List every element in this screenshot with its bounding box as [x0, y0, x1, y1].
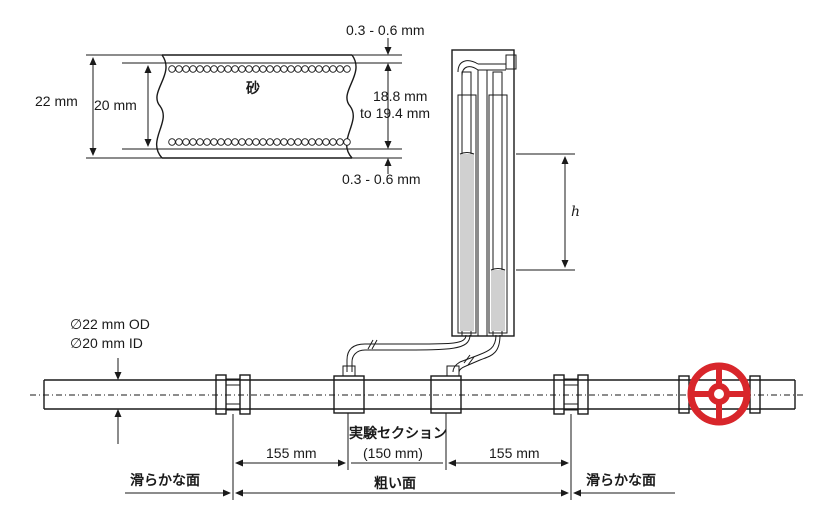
sand-grain — [322, 138, 330, 146]
sand-grain — [329, 65, 337, 73]
sand-grain — [175, 65, 183, 73]
sand-grain — [231, 65, 239, 73]
sand-pipe-detail: 砂 — [155, 54, 357, 159]
sand-grain — [280, 138, 288, 146]
sand-grain — [189, 65, 197, 73]
main-pipe — [30, 379, 805, 410]
sand-grain — [294, 65, 302, 73]
sand-grain — [266, 65, 274, 73]
sand-grain — [217, 138, 225, 146]
sand-grain — [238, 65, 246, 73]
sand-grain — [203, 65, 211, 73]
wall-top-label: 0.3 - 0.6 mm — [346, 22, 425, 38]
rough-surface-label: 粗い面 — [374, 475, 416, 492]
sand-grain — [308, 138, 316, 146]
sand-grain — [196, 138, 204, 146]
sand-grain — [294, 138, 302, 146]
od-22-label: 22 mm — [35, 93, 78, 109]
sand-grain — [315, 138, 323, 146]
sand-grain — [308, 65, 316, 73]
sand-grain — [273, 65, 281, 73]
sand-grain — [259, 138, 267, 146]
test-section-label: 実験セクション — [349, 425, 447, 442]
detail-wall-dims: 0.3 - 0.6 mm 18.8 mm to 19.4 mm 0.3 - 0.… — [342, 22, 430, 187]
sand-grain — [196, 65, 204, 73]
h-label: h — [571, 204, 580, 220]
pipe-od-label: ∅22 mm OD — [70, 316, 150, 332]
sand-grain — [217, 65, 225, 73]
smooth-surface-right-label: 滑らかな面 — [586, 472, 656, 489]
sand-grain — [182, 138, 190, 146]
sand-grain — [315, 65, 323, 73]
sand-grain — [175, 138, 183, 146]
pressure-tap-right — [430, 365, 462, 414]
sand-grain — [210, 65, 218, 73]
sand-grain — [343, 65, 351, 73]
sand-grain — [280, 65, 288, 73]
fluid-column-left — [460, 154, 474, 331]
sand-beads-top — [168, 65, 351, 73]
sand-grain — [245, 138, 253, 146]
sand-grain — [301, 65, 309, 73]
sand-grain — [245, 65, 253, 73]
sand-grain — [238, 138, 246, 146]
inner-range-label-1: 18.8 mm — [373, 88, 427, 104]
sand-grain — [224, 65, 232, 73]
sand-grain — [224, 138, 232, 146]
sand-grain — [301, 138, 309, 146]
sand-grain — [322, 65, 330, 73]
detail-diameter-dims: 22 mm 20 mm — [35, 54, 162, 159]
length-dimensions: 155 mm 155 mm 実験セクション (150 mm) — [232, 413, 572, 500]
pressure-hoses — [346, 334, 501, 373]
valve-wheel-icon — [678, 362, 761, 426]
wall-bottom-label: 0.3 - 0.6 mm — [342, 171, 421, 187]
surface-zones: 滑らかな面 粗い面 滑らかな面 — [125, 472, 675, 497]
manometer: h — [451, 49, 580, 337]
len-right-label: 155 mm — [489, 445, 540, 461]
id-20-label: 20 mm — [94, 97, 137, 113]
sand-grain — [336, 138, 344, 146]
sand-grain — [210, 138, 218, 146]
sand-grain — [273, 138, 281, 146]
sand-grain — [287, 138, 295, 146]
sand-grain — [266, 138, 274, 146]
len-left-label: 155 mm — [266, 445, 317, 461]
sand-grain — [252, 138, 260, 146]
coupling-right — [553, 374, 589, 415]
sand-grain — [231, 138, 239, 146]
sand-beads-bottom — [168, 138, 351, 146]
sand-label: 砂 — [245, 80, 260, 97]
sand-grain — [182, 65, 190, 73]
sand-grain — [252, 65, 260, 73]
coupling-left — [215, 374, 251, 415]
pipe-diameter-callout: ∅22 mm OD ∅20 mm ID — [70, 316, 150, 444]
sand-grain — [336, 65, 344, 73]
fluid-column-right — [491, 270, 505, 331]
inner-range-label-2: to 19.4 mm — [360, 105, 430, 121]
sand-grain — [329, 138, 337, 146]
sand-grain — [287, 65, 295, 73]
smooth-surface-left-label: 滑らかな面 — [130, 472, 200, 489]
pipe-id-label: ∅20 mm ID — [70, 335, 143, 351]
pressure-tap-left — [333, 365, 365, 414]
sand-grain — [259, 65, 267, 73]
sand-grain — [203, 138, 211, 146]
sand-grain — [168, 65, 176, 73]
sand-grain — [168, 138, 176, 146]
test-section-length-label: (150 mm) — [363, 445, 423, 461]
sand-grain — [189, 138, 197, 146]
sand-grain — [343, 138, 351, 146]
